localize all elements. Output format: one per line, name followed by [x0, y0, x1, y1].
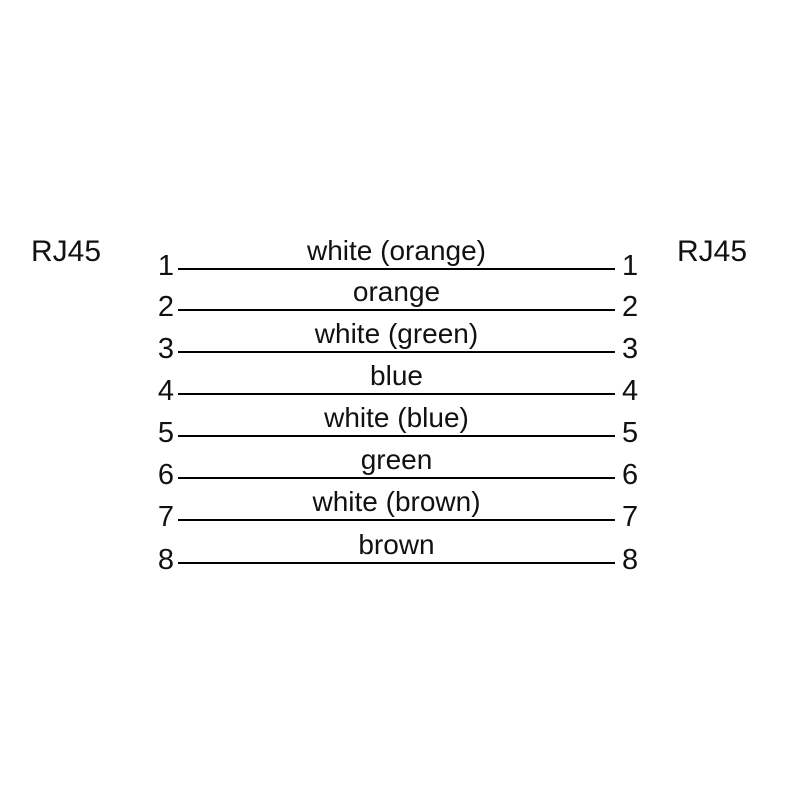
pin-number-right: 3 — [622, 333, 639, 365]
pin-number-left: 3 — [157, 333, 174, 365]
wire-line — [178, 393, 615, 395]
wire-line — [178, 562, 615, 564]
pin-number-left: 8 — [157, 544, 174, 576]
pin-number-left: 1 — [157, 250, 174, 282]
wire-label: green — [360, 444, 433, 475]
wire-line — [178, 477, 615, 479]
pin-number-right: 5 — [622, 417, 639, 449]
wire-line — [178, 519, 615, 521]
pin-number-right: 2 — [622, 291, 639, 323]
wire-label: orange — [352, 276, 441, 307]
wire-label: white (blue) — [324, 402, 469, 433]
wire-label: white (orange) — [307, 235, 486, 266]
wire-label: brown — [358, 529, 435, 560]
wire-label: blue — [370, 360, 423, 391]
pin-number-right: 6 — [622, 459, 639, 491]
wire-label: white (green) — [314, 318, 479, 349]
pin-number-right: 7 — [622, 501, 639, 533]
connector-label-right: RJ45 — [677, 235, 748, 268]
wire-line — [178, 268, 615, 270]
pin-number-left: 5 — [157, 417, 174, 449]
pin-number-right: 1 — [622, 250, 639, 282]
wire-label: white (brown) — [312, 486, 481, 517]
pin-number-left: 7 — [157, 501, 174, 533]
wire-line — [178, 351, 615, 353]
pin-number-right: 4 — [622, 375, 639, 407]
wire-line — [178, 309, 615, 311]
pin-number-right: 8 — [622, 544, 639, 576]
wire-line — [178, 435, 615, 437]
pin-number-left: 4 — [157, 375, 174, 407]
connector-label-left: RJ45 — [31, 235, 102, 268]
pin-number-left: 2 — [157, 291, 174, 323]
pin-number-left: 6 — [157, 459, 174, 491]
